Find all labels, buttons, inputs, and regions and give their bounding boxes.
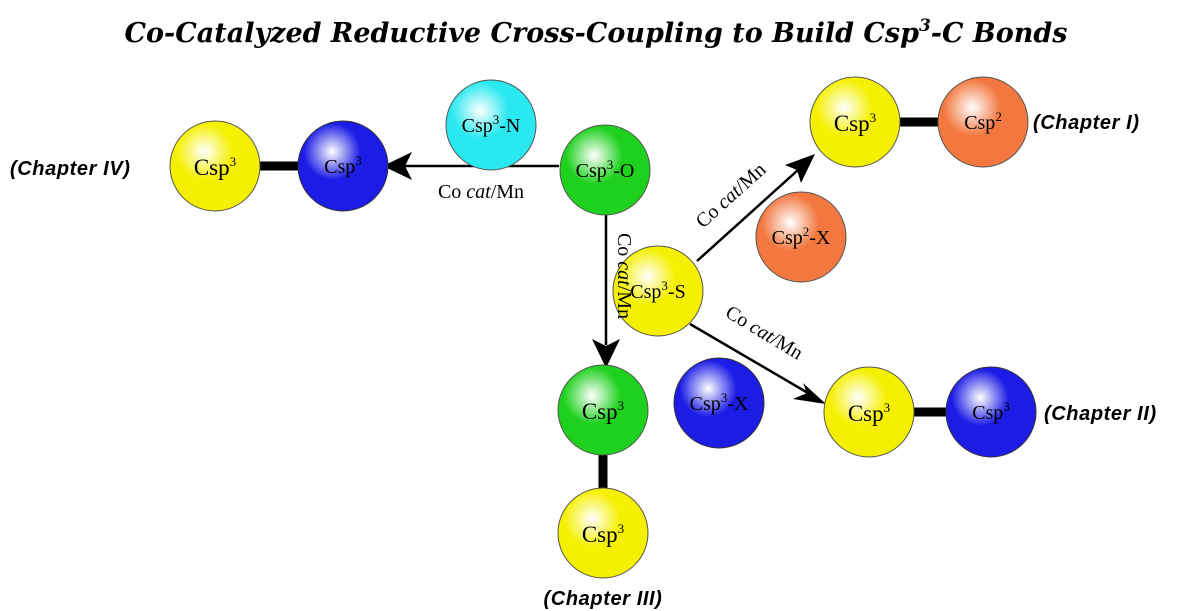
condition-down-right: Co cat/Mn (722, 301, 807, 364)
node-chapter-iii-bottom-ball (557, 487, 649, 579)
node-chapter-i-left-ball (809, 76, 901, 168)
chapter-iv-label: (Chapter IV) (10, 158, 131, 180)
chapter-labels: (Chapter I) (Chapter II) (Chapter III) (… (10, 112, 1157, 610)
node-chapter-i-right-ball (937, 76, 1029, 168)
chapter-i-label: (Chapter I) (1033, 112, 1140, 134)
chapter-iii-label: (Chapter III) (544, 588, 663, 610)
node-chapter-iv-right-label: Csp3 (324, 153, 362, 178)
node-chapter-ii-right-ball (945, 366, 1037, 458)
node-chapter-ii-left-ball (823, 366, 915, 458)
arrowhead-down (592, 339, 620, 368)
condition-down: Co cat/Mn (613, 233, 635, 319)
node-balls (169, 76, 1037, 579)
chapter-ii-label: (Chapter II) (1044, 403, 1157, 425)
node-s-substrate-label: Csp3-S (630, 278, 685, 303)
arrow-s-to-chapter-ii (689, 322, 809, 395)
node-x2-reagent-label: Csp2-X (772, 224, 831, 249)
node-chapter-i-left-label: Csp3 (834, 110, 876, 136)
diagram-title: Co-Catalyzed Reductive Cross-Coupling to… (125, 16, 1068, 49)
node-s-substrate-ball (612, 245, 704, 337)
arrowhead-up-right (785, 154, 815, 183)
node-chapter-iv-left-label: Csp3 (194, 154, 236, 180)
node-x2-reagent-ball (755, 191, 847, 283)
node-x3-reagent-ball (673, 357, 765, 449)
bonds (258, 117, 948, 490)
node-o-substrate-ball (559, 124, 651, 216)
node-chapter-i-right-label: Csp2 (964, 109, 1002, 134)
node-labels: Csp3 Csp3 Csp3-N Csp3-O Csp3 Csp2 Csp2-X… (194, 109, 1010, 547)
node-chapter-ii-left-label: Csp3 (848, 400, 890, 426)
node-o-substrate-label: Csp3-O (576, 157, 635, 182)
node-chapter-ii-right-label: Csp3 (972, 399, 1010, 424)
arrowhead-down-right (793, 383, 826, 404)
node-chapter-iii-top-label: Csp3 (582, 398, 624, 424)
arrowheads (383, 152, 826, 404)
condition-left: Co cat/Mn (438, 181, 524, 203)
node-n-reagent-label: Csp3-N (462, 112, 521, 137)
arrowhead-left (383, 152, 412, 180)
node-n-reagent-ball (445, 79, 537, 171)
node-chapter-iii-bottom-label: Csp3 (582, 521, 624, 547)
arrow-s-to-chapter-i (696, 169, 799, 262)
node-chapter-iv-left-ball (169, 120, 261, 212)
node-chapter-iii-top-ball (557, 364, 649, 456)
node-chapter-iv-right-ball (297, 120, 389, 212)
node-x3-reagent-label: Csp3-X (690, 390, 749, 415)
